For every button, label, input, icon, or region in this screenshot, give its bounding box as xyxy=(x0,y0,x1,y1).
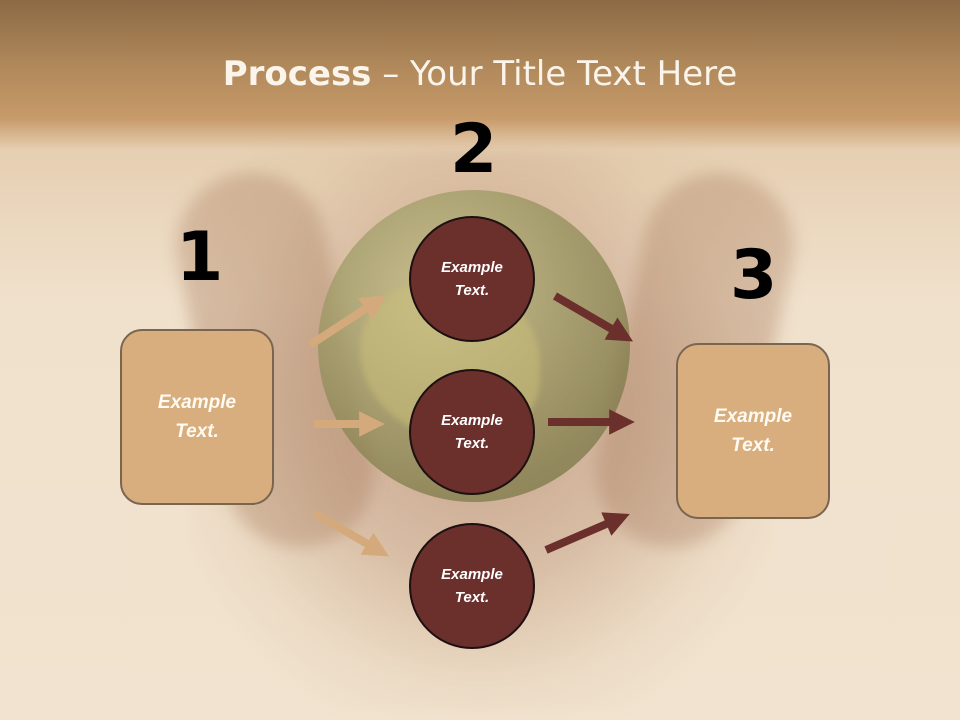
circle-bottom-text: Example Text. xyxy=(441,566,503,606)
arrow-circle1-to-box3 xyxy=(552,292,634,342)
step-2-circle-top[interactable]: Example Text. xyxy=(409,216,535,342)
step-3-box[interactable]: Example Text. xyxy=(676,343,830,519)
arrow-box1-to-circle1 xyxy=(307,295,387,349)
arrow-circle3-to-box3 xyxy=(544,512,630,554)
step-3-box-text: Example Text. xyxy=(713,406,793,456)
title-bold: Process xyxy=(222,54,372,94)
title-rest: – Your Title Text Here xyxy=(371,54,738,94)
step-1-box-text: Example Text. xyxy=(157,392,237,442)
step-number-2: 2 xyxy=(450,110,498,189)
arrow-box1-to-circle3 xyxy=(311,509,390,557)
step-2-circle-bottom[interactable]: Example Text. xyxy=(409,523,535,649)
step-2-circle-middle[interactable]: Example Text. xyxy=(409,369,535,495)
step-1-box[interactable]: Example Text. xyxy=(120,329,274,505)
step-number-3: 3 xyxy=(730,236,778,315)
circle-middle-text: Example Text. xyxy=(441,412,503,452)
circle-top-text: Example Text. xyxy=(441,259,503,299)
slide-title: Process – Your Title Text Here xyxy=(0,50,960,98)
step-number-1: 1 xyxy=(176,218,224,297)
